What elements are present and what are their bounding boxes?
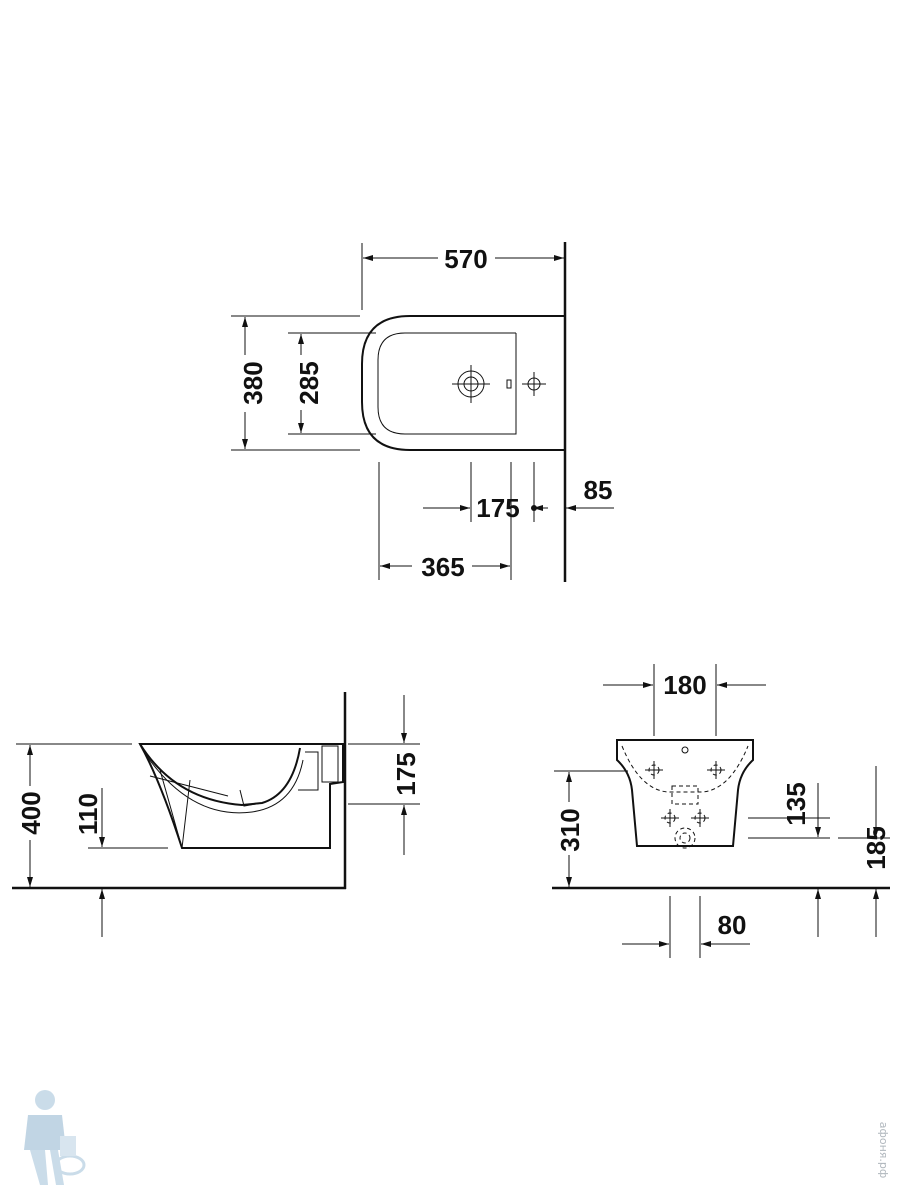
plumber-head-icon	[35, 1090, 55, 1110]
dim-fixing: 365	[421, 552, 464, 582]
dim-supply-height: 135	[781, 782, 811, 825]
dim-inner-depth: 285	[294, 361, 324, 404]
bidet-body-side	[138, 743, 344, 849]
bidet-bowl-side	[139, 743, 301, 807]
dim-fixing-spacing: 180	[663, 670, 706, 700]
dim-width: 570	[444, 244, 487, 274]
watermark-logo	[24, 1090, 86, 1185]
dim-outlet-height: 110	[73, 793, 103, 835]
side-view: 400 110 175	[12, 692, 421, 937]
dim-wall-offset: 85	[584, 475, 613, 505]
dim-tap-offset: 175	[476, 493, 519, 523]
bidet-body-front	[616, 739, 754, 847]
dim-offset: 80	[718, 910, 747, 940]
bidet-bowl-top	[377, 332, 517, 435]
top-view: 570 380 285 175 85 365	[231, 242, 614, 582]
bidet-outline-top	[361, 315, 565, 451]
dim-body-height: 310	[555, 808, 585, 851]
dim-side-height: 400	[16, 791, 46, 834]
dim-outlet-height-front: 185	[861, 826, 891, 869]
dim-inlet-drop: 175	[391, 752, 421, 795]
watermark-text: афоня.рф	[877, 1122, 890, 1179]
front-view: 180 310 135 185 80	[552, 664, 891, 958]
dim-depth: 380	[238, 361, 268, 404]
